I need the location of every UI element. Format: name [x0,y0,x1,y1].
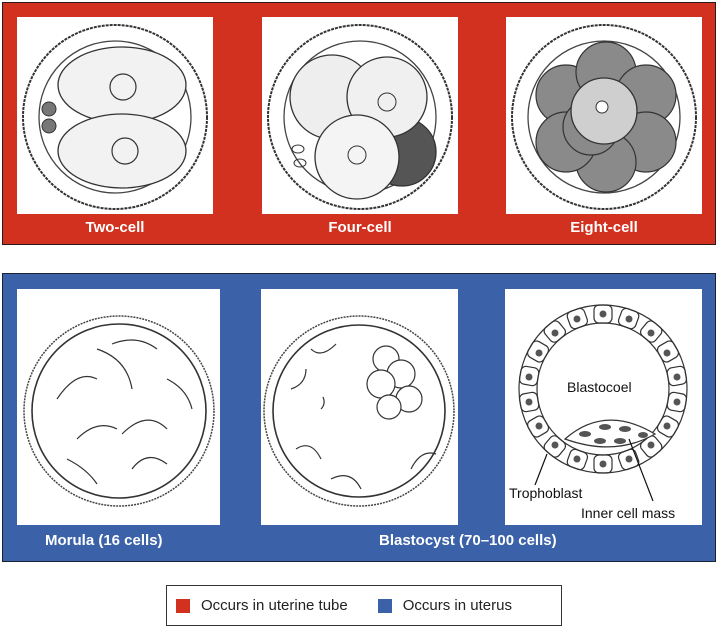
eight-cell-illustration [506,17,702,214]
stage-label: Four-cell [328,219,392,236]
blastocoel-label: Blastocoel [567,379,632,395]
stage-label: Morula (16 cells) [45,532,163,549]
four-cell-illustration [262,17,458,214]
morula-illustration [17,289,220,525]
legend-label-uterus: Occurs in uterus [402,597,512,614]
blastocyst-cross-section: Blastocoel Trophoblast Inner cell mass [505,289,702,525]
legend-swatch-blue [377,598,392,613]
early-blastocyst-illustration [261,289,458,525]
uterine-tube-panel: Two-cell Four-cell [2,2,716,245]
stage-label: Eight-cell [570,219,638,236]
stage-label: Blastocyst (70–100 cells) [379,532,557,549]
inner-cell-mass-label: Inner cell mass [581,505,676,521]
uterus-panel: Morula (16 cells) [2,273,716,562]
legend: Occurs in uterine tube Occurs in uterus [166,585,562,626]
legend-swatch-red [176,598,190,613]
stage-label: Two-cell [85,219,145,236]
trophoblast-label: Trophoblast [509,485,583,501]
legend-label-uterine-tube: Occurs in uterine tube [201,597,348,614]
two-cell-illustration [17,17,213,214]
